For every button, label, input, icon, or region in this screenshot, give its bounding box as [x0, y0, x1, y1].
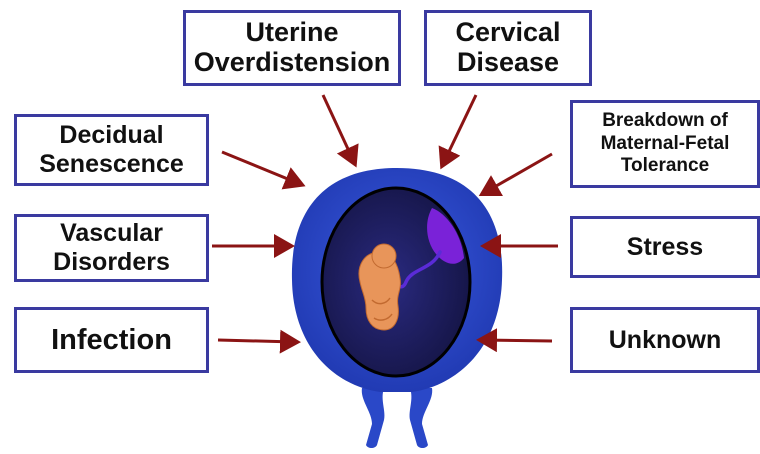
factor-unknown: Unknown: [570, 307, 760, 373]
factor-decidual-senescence: Decidual Senescence: [14, 114, 209, 186]
factor-breakdown-tolerance: Breakdown of Maternal-Fetal Tolerance: [570, 100, 760, 188]
factor-infection: Infection: [14, 307, 209, 373]
factor-cervical-disease: Cervical Disease: [424, 10, 592, 86]
arrow-infection: [218, 340, 295, 342]
arrow-cervical-disease: [443, 95, 476, 164]
factor-uterine-overdistension: Uterine Overdistension: [183, 10, 401, 86]
arrow-decidual-senescence: [222, 152, 300, 184]
factor-stress: Stress: [570, 216, 760, 278]
arrow-breakdown-tolerance: [484, 154, 552, 193]
arrow-uterine-overdistension: [323, 95, 354, 162]
arrow-unknown: [482, 340, 552, 341]
cervix: [362, 388, 432, 448]
factor-vascular-disorders: Vascular Disorders: [14, 214, 209, 282]
